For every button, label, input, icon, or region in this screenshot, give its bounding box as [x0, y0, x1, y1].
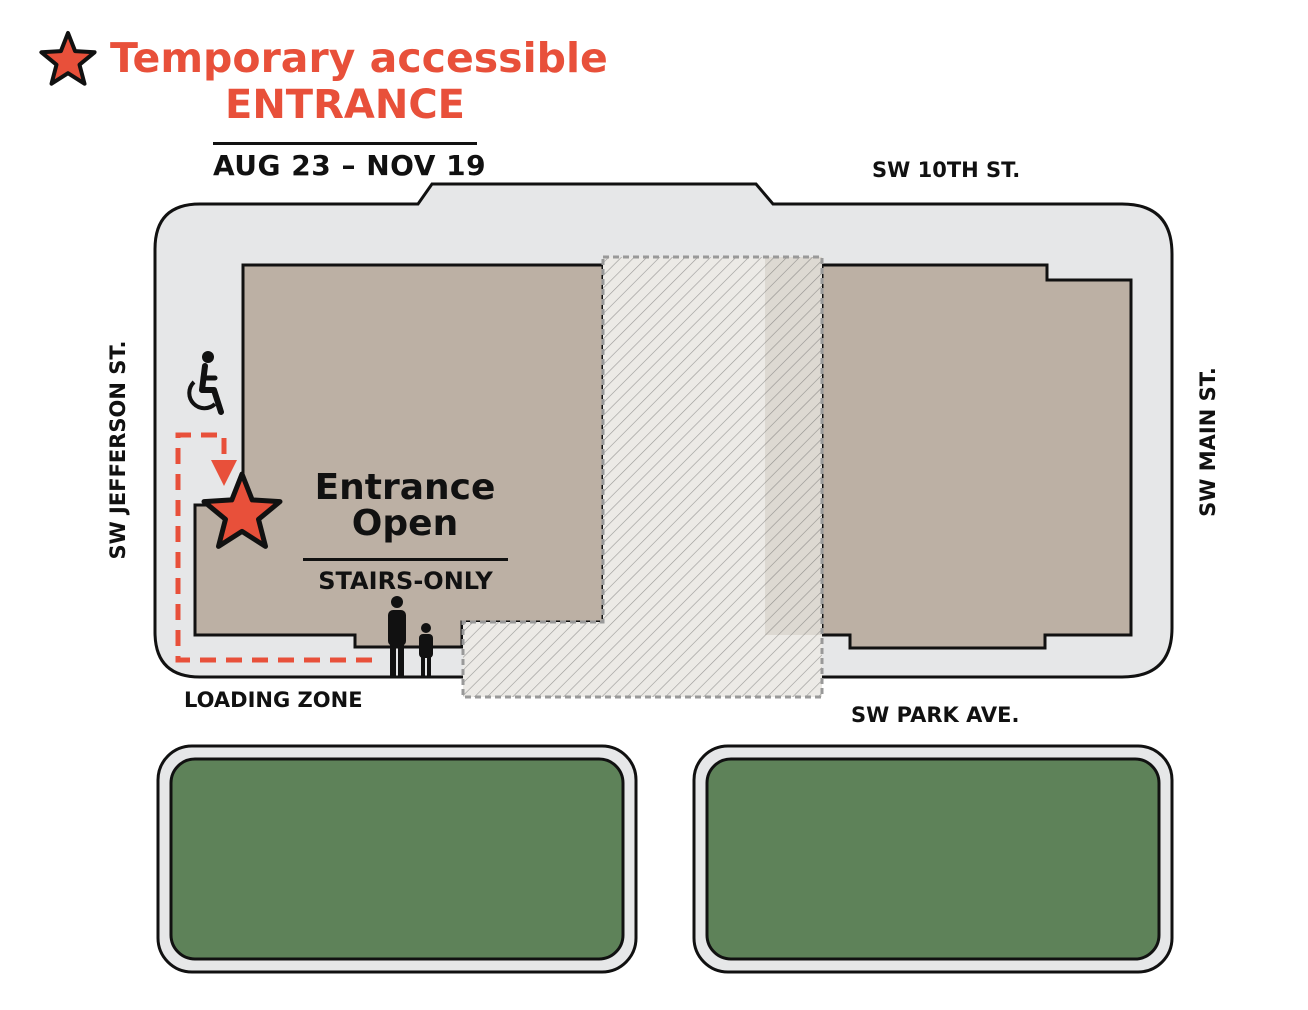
- wheelchair-icon: [187, 351, 224, 415]
- entrance-status-line-2: Open: [351, 503, 459, 544]
- street-label-west: SW JEFFERSON ST.: [106, 340, 130, 560]
- loading-zone-label: LOADING ZONE: [184, 688, 363, 712]
- accessible-route: [175, 432, 372, 663]
- date-range: AUG 23 – NOV 19: [213, 142, 486, 182]
- park-left: [156, 744, 638, 974]
- building-east: [820, 263, 1133, 650]
- entrance-status-line-1: Entrance: [314, 467, 496, 508]
- entrance-status: Entrance Open: [300, 470, 510, 542]
- star-icon: [39, 31, 97, 86]
- title-line-2: ENTRANCE: [225, 82, 465, 128]
- route-arrow-icon: [211, 460, 237, 486]
- construction-zone: [461, 255, 824, 699]
- street-label-north: SW 10TH ST.: [872, 158, 1021, 182]
- park-right: [692, 744, 1174, 974]
- pedestrians-icon: [388, 596, 433, 676]
- title-line-1: Temporary accessible: [110, 34, 608, 82]
- star-icon: [201, 471, 283, 549]
- street-label-south: SW PARK AVE.: [851, 703, 1020, 727]
- stairs-only-note: STAIRS-ONLY: [303, 558, 508, 595]
- street-label-east: SW MAIN ST.: [1196, 367, 1220, 517]
